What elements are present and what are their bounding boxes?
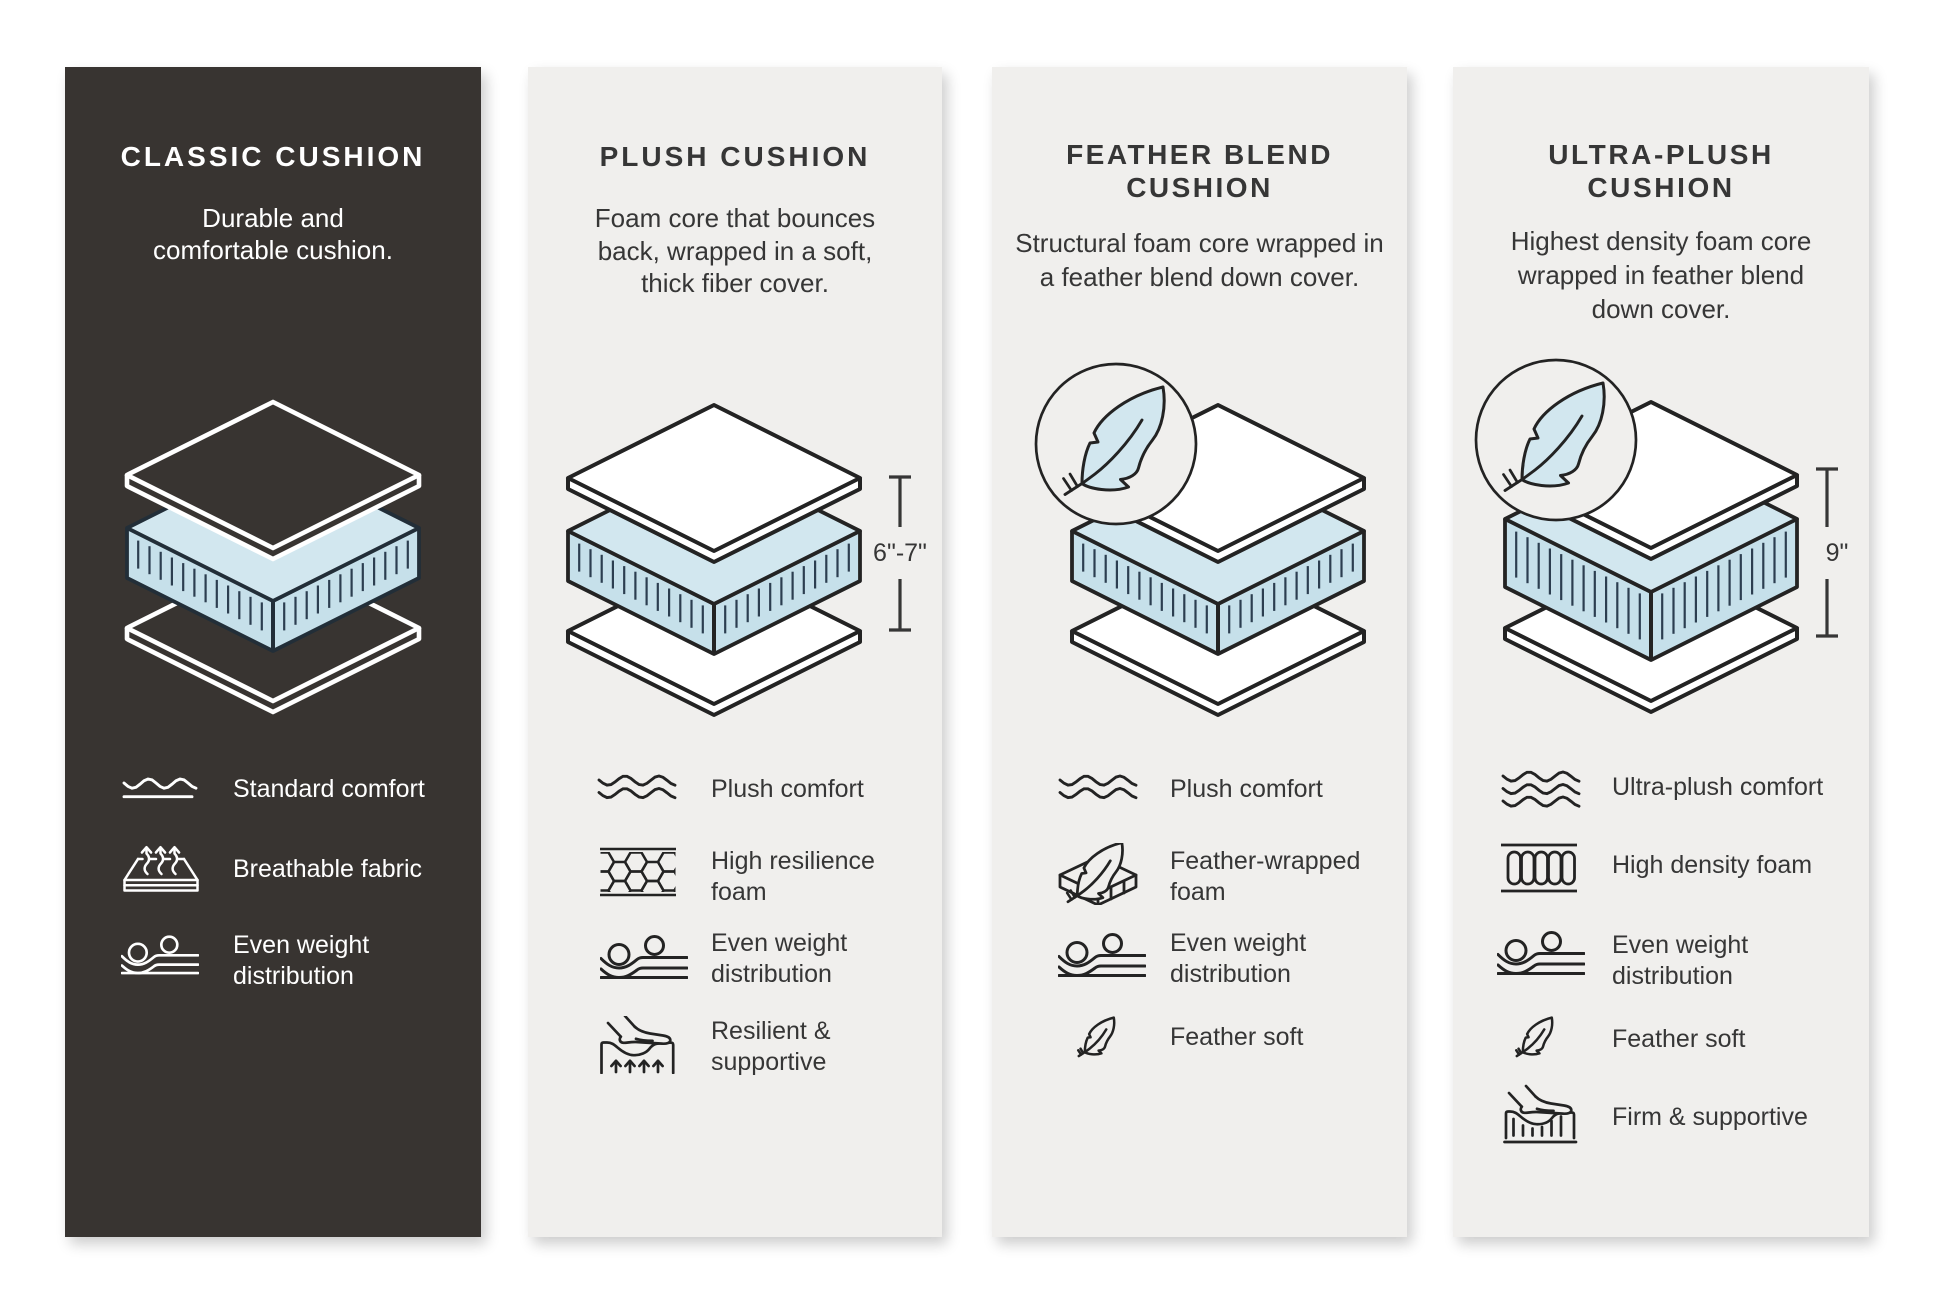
svg-text:9": 9": [1826, 539, 1849, 567]
svg-text:6"-7": 6"-7": [873, 539, 927, 567]
